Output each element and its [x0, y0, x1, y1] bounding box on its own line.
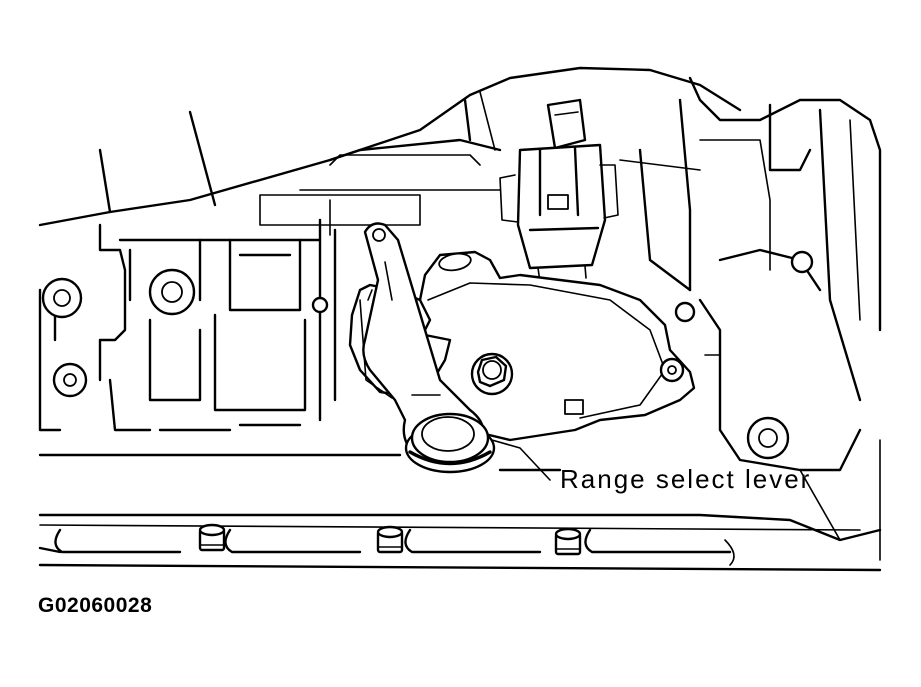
figure-id: G02060028	[38, 594, 152, 617]
oil-pan-flange	[38, 439, 882, 572]
connector	[499, 98, 619, 283]
flange-bolt	[198, 523, 226, 552]
flange-bolt	[554, 527, 582, 556]
valve-body	[38, 194, 421, 432]
callout-label: Range select lever	[560, 464, 811, 494]
callout-leader	[491, 439, 551, 481]
flange-bolt	[376, 525, 404, 554]
range-select-lever[interactable]	[362, 222, 496, 474]
transmission-housing	[38, 66, 882, 472]
